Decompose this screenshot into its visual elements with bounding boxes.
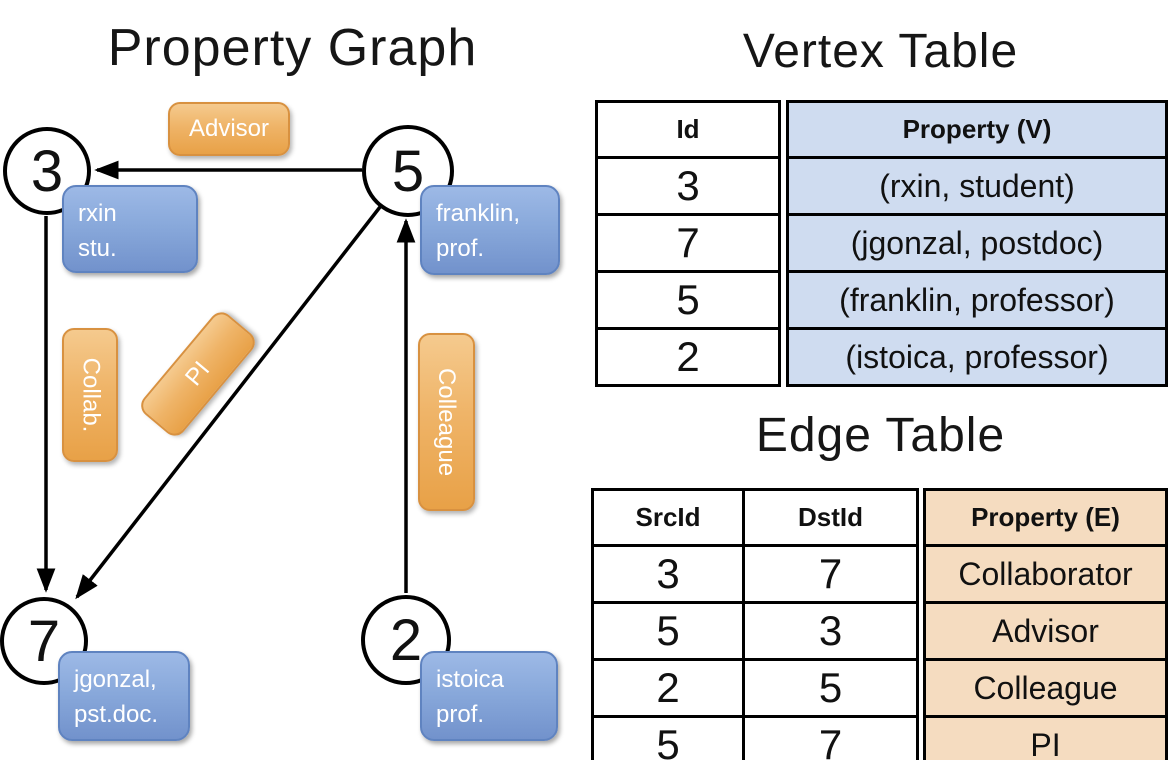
- edge-label-advisor-text: Advisor: [188, 115, 270, 142]
- edge-dstid-header: DstId: [742, 488, 919, 547]
- table-row: (istoica, professor): [786, 327, 1168, 387]
- edge-label-pi-text: PI: [179, 356, 216, 392]
- vertex-node-5-id: 5: [391, 138, 425, 204]
- table-row: 5: [595, 270, 781, 330]
- edge-srcid-cell: 5: [591, 601, 745, 661]
- vertex-label-jgonzal: jgonzal, pst.doc.: [58, 651, 190, 741]
- table-row: 7: [595, 213, 781, 273]
- vertex-node-7-id: 7: [27, 608, 61, 674]
- vertex-label-istoica-line1: istoica: [436, 666, 505, 693]
- edge-property-cell: Colleague: [923, 658, 1168, 718]
- edge-srcid-header: SrcId: [591, 488, 745, 547]
- edge-srcid-cell: 2: [591, 658, 745, 718]
- vertex-label-rxin-line2: stu.: [78, 234, 117, 262]
- edge-label-advisor: Advisor: [168, 102, 290, 156]
- vertex-label-franklin-line1: franklin,: [436, 200, 521, 227]
- vertex-label-jgonzal-line2: pst.doc.: [74, 700, 159, 728]
- table-row: (rxin, student): [786, 156, 1168, 216]
- vertex-id-cell: 7: [595, 213, 781, 273]
- edge-pi-5-to-7: [75, 205, 382, 600]
- vertex-node-2: 2: [361, 595, 451, 685]
- edge-property-cell: Collaborator: [923, 544, 1168, 604]
- edge-label-colleague-text: Colleague: [433, 367, 461, 477]
- table-row: 5 3: [591, 601, 919, 661]
- vertex-label-rxin: rxin stu.: [62, 185, 198, 273]
- edge-label-collab-text: Collab.: [77, 357, 104, 433]
- vertex-id-cell: 3: [595, 156, 781, 216]
- vertex-property-header: Property (V): [786, 100, 1168, 159]
- property-graph-title: Property Graph: [107, 19, 478, 77]
- vertex-table-title: Vertex Table: [742, 25, 1019, 78]
- table-row: Advisor: [923, 601, 1168, 661]
- table-row: 3 7: [591, 544, 919, 604]
- edge-label-collab: Collab.: [62, 328, 118, 462]
- edge-property-cell: PI: [923, 715, 1168, 760]
- vertex-node-3-id: 3: [30, 138, 64, 204]
- table-row: PI: [923, 715, 1168, 760]
- table-row: Colleague: [923, 658, 1168, 718]
- edge-property-cell: Advisor: [923, 601, 1168, 661]
- vertex-id-cell: 2: [595, 327, 781, 387]
- vertex-property-cell: (rxin, student): [786, 156, 1168, 216]
- edge-table-title: Edge Table: [755, 409, 1006, 462]
- edge-srcid-cell: 5: [591, 715, 745, 760]
- edge-dstid-cell: 5: [742, 658, 919, 718]
- vertex-node-2-id: 2: [389, 607, 423, 673]
- vertex-table-property-column: Property (V) (rxin, student) (jgonzal, p…: [786, 100, 1168, 387]
- vertex-label-jgonzal-line1: jgonzal,: [74, 666, 157, 693]
- edge-dstid-cell: 7: [742, 544, 919, 604]
- vertex-property-cell: (istoica, professor): [786, 327, 1168, 387]
- vertex-id-header: Id: [595, 100, 781, 159]
- edge-dstid-cell: 3: [742, 601, 919, 661]
- vertex-table-id-column: Id 3 7 5 2: [595, 100, 781, 387]
- edge-table-id-columns: SrcId DstId 3 7 5 3 2 5 5 7: [591, 488, 919, 760]
- vertex-label-rxin-line1: rxin: [78, 200, 117, 227]
- table-row: 3: [595, 156, 781, 216]
- edge-table-property-column: Property (E) Collaborator Advisor Collea…: [923, 488, 1168, 760]
- table-row: (jgonzal, postdoc): [786, 213, 1168, 273]
- vertex-property-cell: (franklin, professor): [786, 270, 1168, 330]
- vertex-label-istoica-line2: prof.: [436, 700, 485, 728]
- table-row: Collaborator: [923, 544, 1168, 604]
- vertex-label-franklin-line2: prof.: [436, 234, 485, 262]
- vertex-node-5: 5: [362, 125, 454, 217]
- edge-label-colleague: Colleague: [418, 333, 475, 511]
- edge-property-header: Property (E): [923, 488, 1168, 547]
- table-row: (franklin, professor): [786, 270, 1168, 330]
- table-row: 5 7: [591, 715, 919, 760]
- edge-dstid-cell: 7: [742, 715, 919, 760]
- vertex-property-cell: (jgonzal, postdoc): [786, 213, 1168, 273]
- vertex-id-cell: 5: [595, 270, 781, 330]
- vertex-label-franklin: franklin, prof.: [420, 185, 560, 275]
- table-row: 2: [595, 327, 781, 387]
- table-row: 2 5: [591, 658, 919, 718]
- edge-srcid-cell: 3: [591, 544, 745, 604]
- vertex-label-istoica: istoica prof.: [420, 651, 558, 741]
- graph-edges: [36, 160, 416, 600]
